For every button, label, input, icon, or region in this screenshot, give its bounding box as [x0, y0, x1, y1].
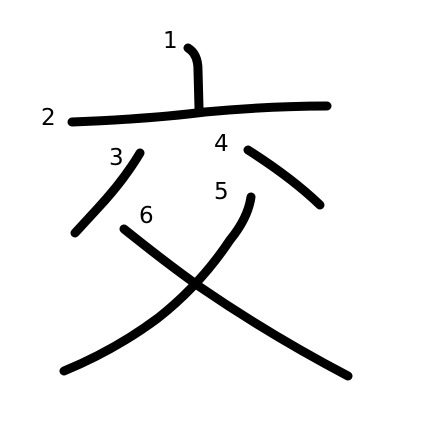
stroke-3 [70, 148, 145, 238]
stroke-number-3: 3 [109, 145, 124, 171]
stroke-5 [59, 192, 256, 376]
stroke-2 [67, 101, 332, 127]
strokes-group [59, 43, 353, 381]
stroke-numbers-group: 1 2 3 4 5 6 [41, 28, 229, 229]
stroke-number-4: 4 [214, 131, 229, 157]
stroke-number-1: 1 [163, 28, 178, 54]
stroke-number-5: 5 [214, 179, 229, 205]
stroke-number-6: 6 [139, 203, 154, 229]
stroke-number-2: 2 [41, 105, 56, 131]
stroke-1 [183, 43, 204, 113]
stroke-4 [243, 145, 325, 210]
stroke-6 [119, 224, 353, 381]
